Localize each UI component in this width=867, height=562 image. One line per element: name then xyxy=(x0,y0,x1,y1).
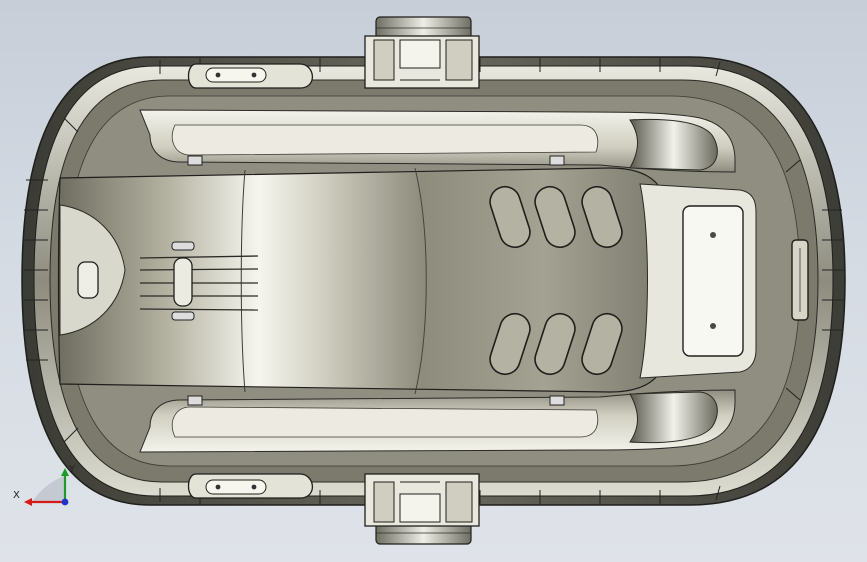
harness-tab-top xyxy=(171,241,195,251)
bottom-side-handle[interactable] xyxy=(187,473,314,499)
vent-slots-lower xyxy=(489,312,623,376)
vent-slot xyxy=(581,185,623,249)
triad-x-arrowhead xyxy=(24,498,32,506)
bottom-rail-inner-groove xyxy=(171,406,599,438)
triad-plane xyxy=(32,476,65,502)
vent-slot xyxy=(489,185,531,249)
bottom-rail-bump xyxy=(629,391,718,444)
rail-clip xyxy=(187,155,203,166)
harness-center-slot[interactable] xyxy=(173,257,193,307)
top-side-handle[interactable] xyxy=(187,63,314,89)
triad-y-arrowhead xyxy=(61,468,69,476)
top-wheel[interactable] xyxy=(375,16,472,40)
foot-plate-rivet-top xyxy=(710,232,716,238)
rear-buckle-slot[interactable] xyxy=(77,261,99,299)
triad-x-label: X xyxy=(13,490,20,501)
bottom-axle-bracket[interactable] xyxy=(364,473,480,527)
seat-panel[interactable] xyxy=(57,167,666,393)
top-rail-inner-groove xyxy=(171,124,599,156)
vent-slot xyxy=(581,312,623,376)
coordinate-triad-icon[interactable]: X Y xyxy=(10,462,80,510)
vent-slot xyxy=(534,312,576,376)
foot-plate-rivet-bottom xyxy=(710,323,716,329)
vent-slots-upper xyxy=(489,185,623,249)
seat-ridge-line xyxy=(240,169,246,393)
rim-tick-marks xyxy=(24,58,844,504)
top-rail-bump xyxy=(629,118,718,171)
triad-y-label: Y xyxy=(68,464,76,475)
vent-slot xyxy=(489,312,531,376)
top-axle-bracket[interactable] xyxy=(364,35,480,89)
foot-plate xyxy=(682,205,744,357)
seat-fold-line xyxy=(414,167,427,395)
rail-clip xyxy=(549,155,565,166)
rail-clip xyxy=(549,395,565,406)
vent-slot xyxy=(534,185,576,249)
harness-tab-bottom xyxy=(171,311,195,321)
rail-clip xyxy=(187,395,203,406)
triad-z-origin xyxy=(61,498,69,506)
harness-slot-lines xyxy=(139,255,259,311)
